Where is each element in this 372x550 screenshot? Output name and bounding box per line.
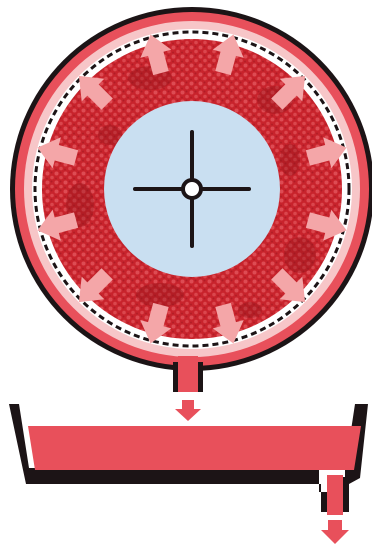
axle-icon	[183, 180, 201, 198]
drain-arrow	[321, 520, 349, 544]
particle-cluster	[238, 302, 262, 318]
particle-cluster	[284, 237, 316, 273]
particle-cluster	[280, 144, 300, 176]
rotor-hub	[104, 101, 280, 277]
outlet-pipe	[173, 356, 203, 421]
outlet-pipe-channel	[178, 356, 198, 392]
outlet-arrow	[175, 400, 201, 421]
trough-liquid	[28, 426, 361, 470]
particle-cluster	[136, 283, 184, 307]
collection-trough	[9, 404, 368, 544]
drain-channel	[327, 475, 343, 515]
